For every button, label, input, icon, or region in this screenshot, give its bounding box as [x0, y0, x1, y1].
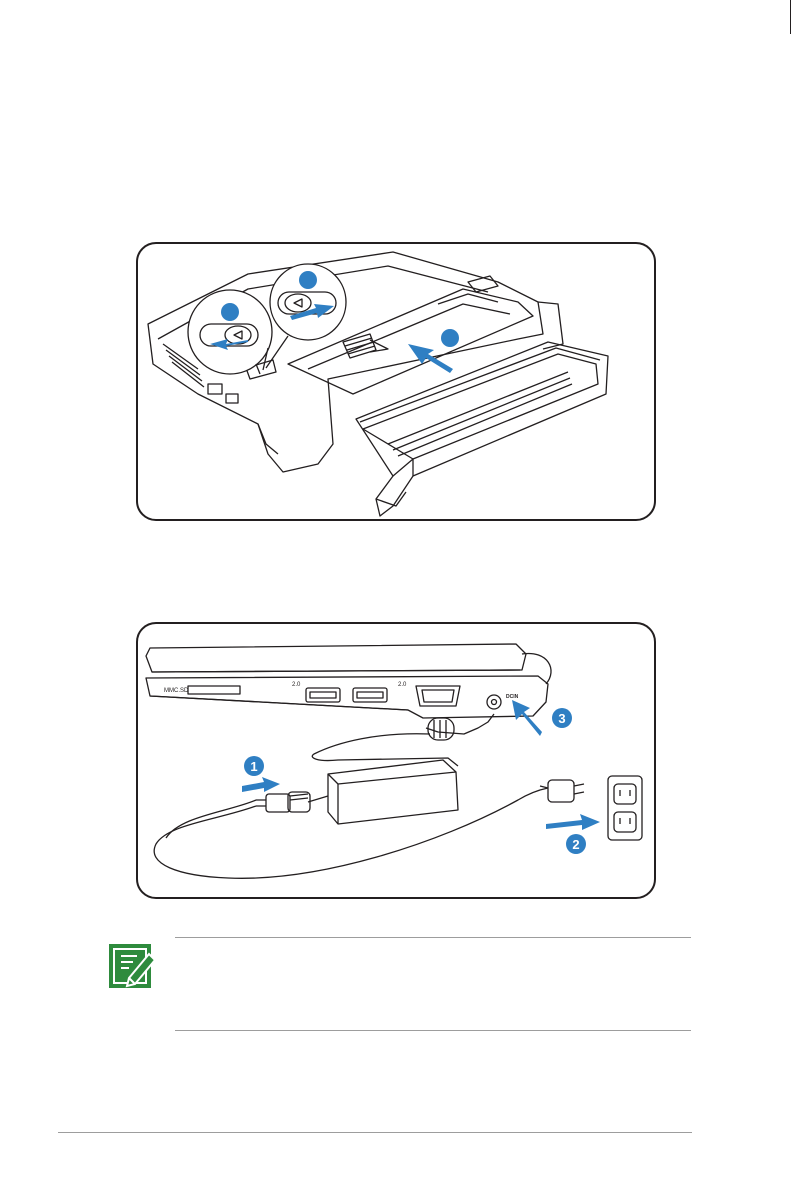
battery-step-marker-3 — [441, 329, 459, 347]
footer-rule — [58, 1132, 692, 1133]
battery-step-marker-2 — [299, 271, 317, 289]
power-connect-drawing: MMC.SD 2.0 2.0 DCIN 1 2 3 — [138, 624, 654, 897]
card-reader-port-label: MMC.SD — [164, 688, 189, 694]
note-bottom-rule — [175, 1030, 691, 1031]
dc-in-port-label: DCIN — [506, 694, 519, 700]
power-step-label-2: 2 — [572, 837, 579, 852]
power-step-label-3: 3 — [558, 711, 565, 726]
battery-install-illustration — [136, 242, 656, 521]
battery-install-drawing — [138, 244, 654, 519]
usb-left-port-label: 2.0 — [292, 682, 301, 688]
usb-right-port-label: 2.0 — [398, 682, 407, 688]
note-top-rule — [175, 937, 691, 938]
power-step-label-1: 1 — [250, 759, 257, 774]
battery-step-marker-1 — [221, 303, 239, 321]
top-right-rule — [790, 0, 791, 34]
note-pencil-icon — [107, 940, 159, 992]
power-connect-illustration: MMC.SD 2.0 2.0 DCIN 1 2 3 — [136, 622, 656, 899]
